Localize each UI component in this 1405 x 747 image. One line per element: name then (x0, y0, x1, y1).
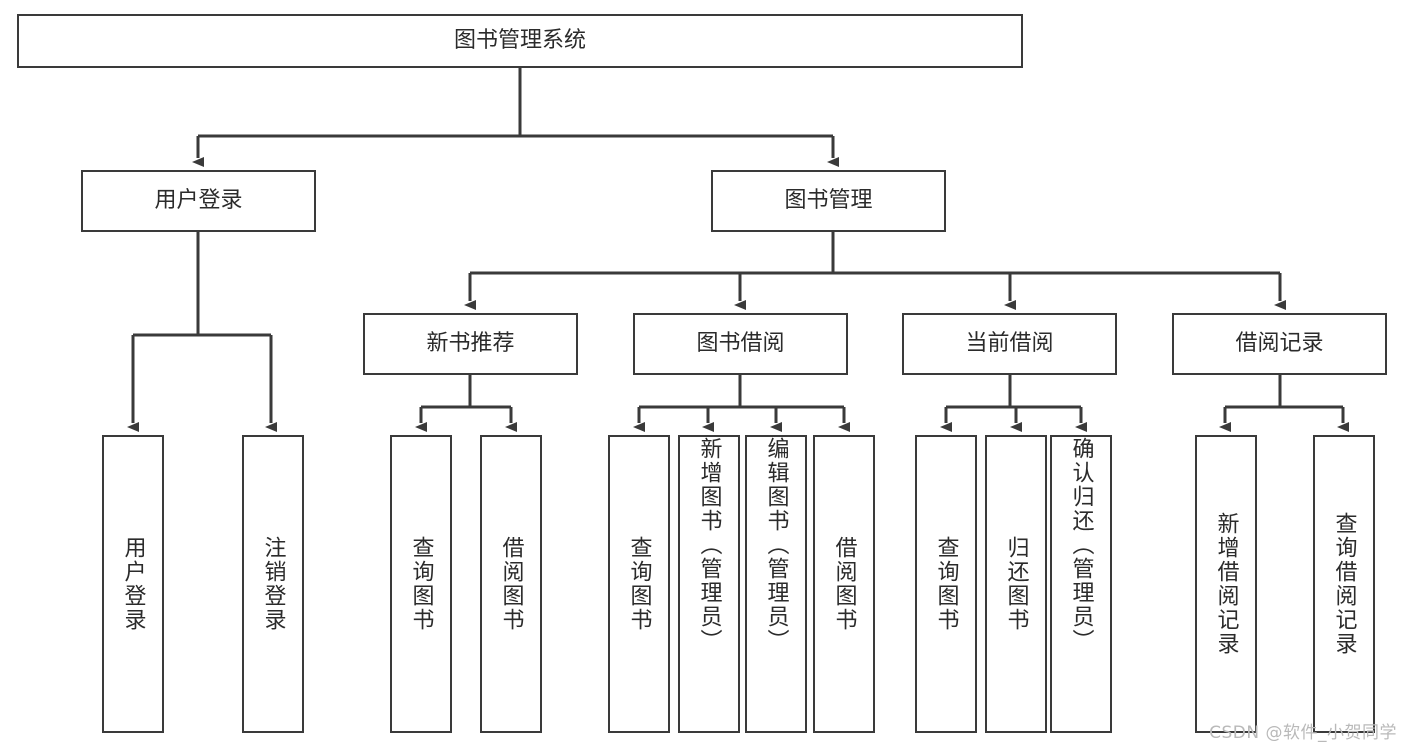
node-new-book-recommend[interactable]: 新书推荐 (363, 313, 578, 375)
leaf-text-wrap: 借阅图书 (815, 437, 873, 731)
node-borrow-record[interactable]: 借阅记录 (1172, 313, 1387, 375)
node-leaf-query-book-3-label: 查询图书 (933, 536, 959, 632)
node-leaf-borrow-book-2-label: 借阅图书 (831, 536, 857, 632)
leaf-text-wrap: 新增图书（管理员） (680, 437, 738, 731)
node-leaf-query-record[interactable]: 查询借阅记录 (1313, 435, 1375, 733)
node-leaf-confirm-return-label: 确认归还（管理员） (1068, 437, 1094, 653)
node-leaf-add-book-label: 新增图书（管理员） (696, 437, 722, 653)
node-user-login-label: 用户登录 (154, 187, 243, 213)
watermark: CSDN @软件_小贺同学 (1209, 723, 1397, 743)
leaf-text-wrap: 编辑图书（管理员） (747, 437, 805, 731)
node-book-borrow-label: 图书借阅 (696, 330, 785, 356)
leaf-text-wrap: 查询图书 (392, 437, 450, 731)
node-leaf-return-book-label: 归还图书 (1003, 536, 1029, 632)
node-root-label: 图书管理系统 (453, 27, 586, 53)
node-leaf-add-record-label: 新增借阅记录 (1213, 512, 1239, 656)
leaf-text-wrap: 确认归还（管理员） (1052, 437, 1110, 731)
node-leaf-add-record[interactable]: 新增借阅记录 (1195, 435, 1257, 733)
node-leaf-borrow-book-2[interactable]: 借阅图书 (813, 435, 875, 733)
leaf-text-wrap: 新增借阅记录 (1197, 437, 1255, 731)
node-leaf-user-logout[interactable]: 注销登录 (242, 435, 304, 733)
node-leaf-query-book-1-label: 查询图书 (408, 536, 434, 632)
node-leaf-user-login-label: 用户登录 (120, 536, 146, 632)
node-leaf-query-record-label: 查询借阅记录 (1331, 512, 1357, 656)
node-leaf-edit-book[interactable]: 编辑图书（管理员） (745, 435, 807, 733)
leaf-text-wrap: 借阅图书 (482, 437, 540, 731)
node-leaf-confirm-return[interactable]: 确认归还（管理员） (1050, 435, 1112, 733)
node-book-manage[interactable]: 图书管理 (711, 170, 946, 232)
node-current-borrow-label: 当前借阅 (965, 330, 1054, 356)
node-borrow-record-label: 借阅记录 (1235, 330, 1324, 356)
node-leaf-user-logout-label: 注销登录 (260, 536, 286, 632)
leaf-text-wrap: 查询借阅记录 (1315, 437, 1373, 731)
leaf-text-wrap: 归还图书 (987, 437, 1045, 731)
node-leaf-add-book[interactable]: 新增图书（管理员） (678, 435, 740, 733)
node-new-book-recommend-label: 新书推荐 (426, 330, 515, 356)
node-current-borrow[interactable]: 当前借阅 (902, 313, 1117, 375)
node-leaf-user-login[interactable]: 用户登录 (102, 435, 164, 733)
node-leaf-query-book-2-label: 查询图书 (626, 536, 652, 632)
leaf-text-wrap: 查询图书 (917, 437, 975, 731)
node-book-manage-label: 图书管理 (784, 187, 873, 213)
node-leaf-return-book[interactable]: 归还图书 (985, 435, 1047, 733)
node-leaf-edit-book-label: 编辑图书（管理员） (763, 437, 789, 653)
node-book-borrow[interactable]: 图书借阅 (633, 313, 848, 375)
node-leaf-query-book-2[interactable]: 查询图书 (608, 435, 670, 733)
node-user-login[interactable]: 用户登录 (81, 170, 316, 232)
leaf-text-wrap: 注销登录 (244, 437, 302, 731)
leaf-text-wrap: 用户登录 (104, 437, 162, 731)
node-leaf-query-book-3[interactable]: 查询图书 (915, 435, 977, 733)
node-root[interactable]: 图书管理系统 (17, 14, 1023, 68)
leaf-text-wrap: 查询图书 (610, 437, 668, 731)
node-leaf-borrow-book-1-label: 借阅图书 (498, 536, 524, 632)
node-leaf-borrow-book-1[interactable]: 借阅图书 (480, 435, 542, 733)
node-leaf-query-book-1[interactable]: 查询图书 (390, 435, 452, 733)
